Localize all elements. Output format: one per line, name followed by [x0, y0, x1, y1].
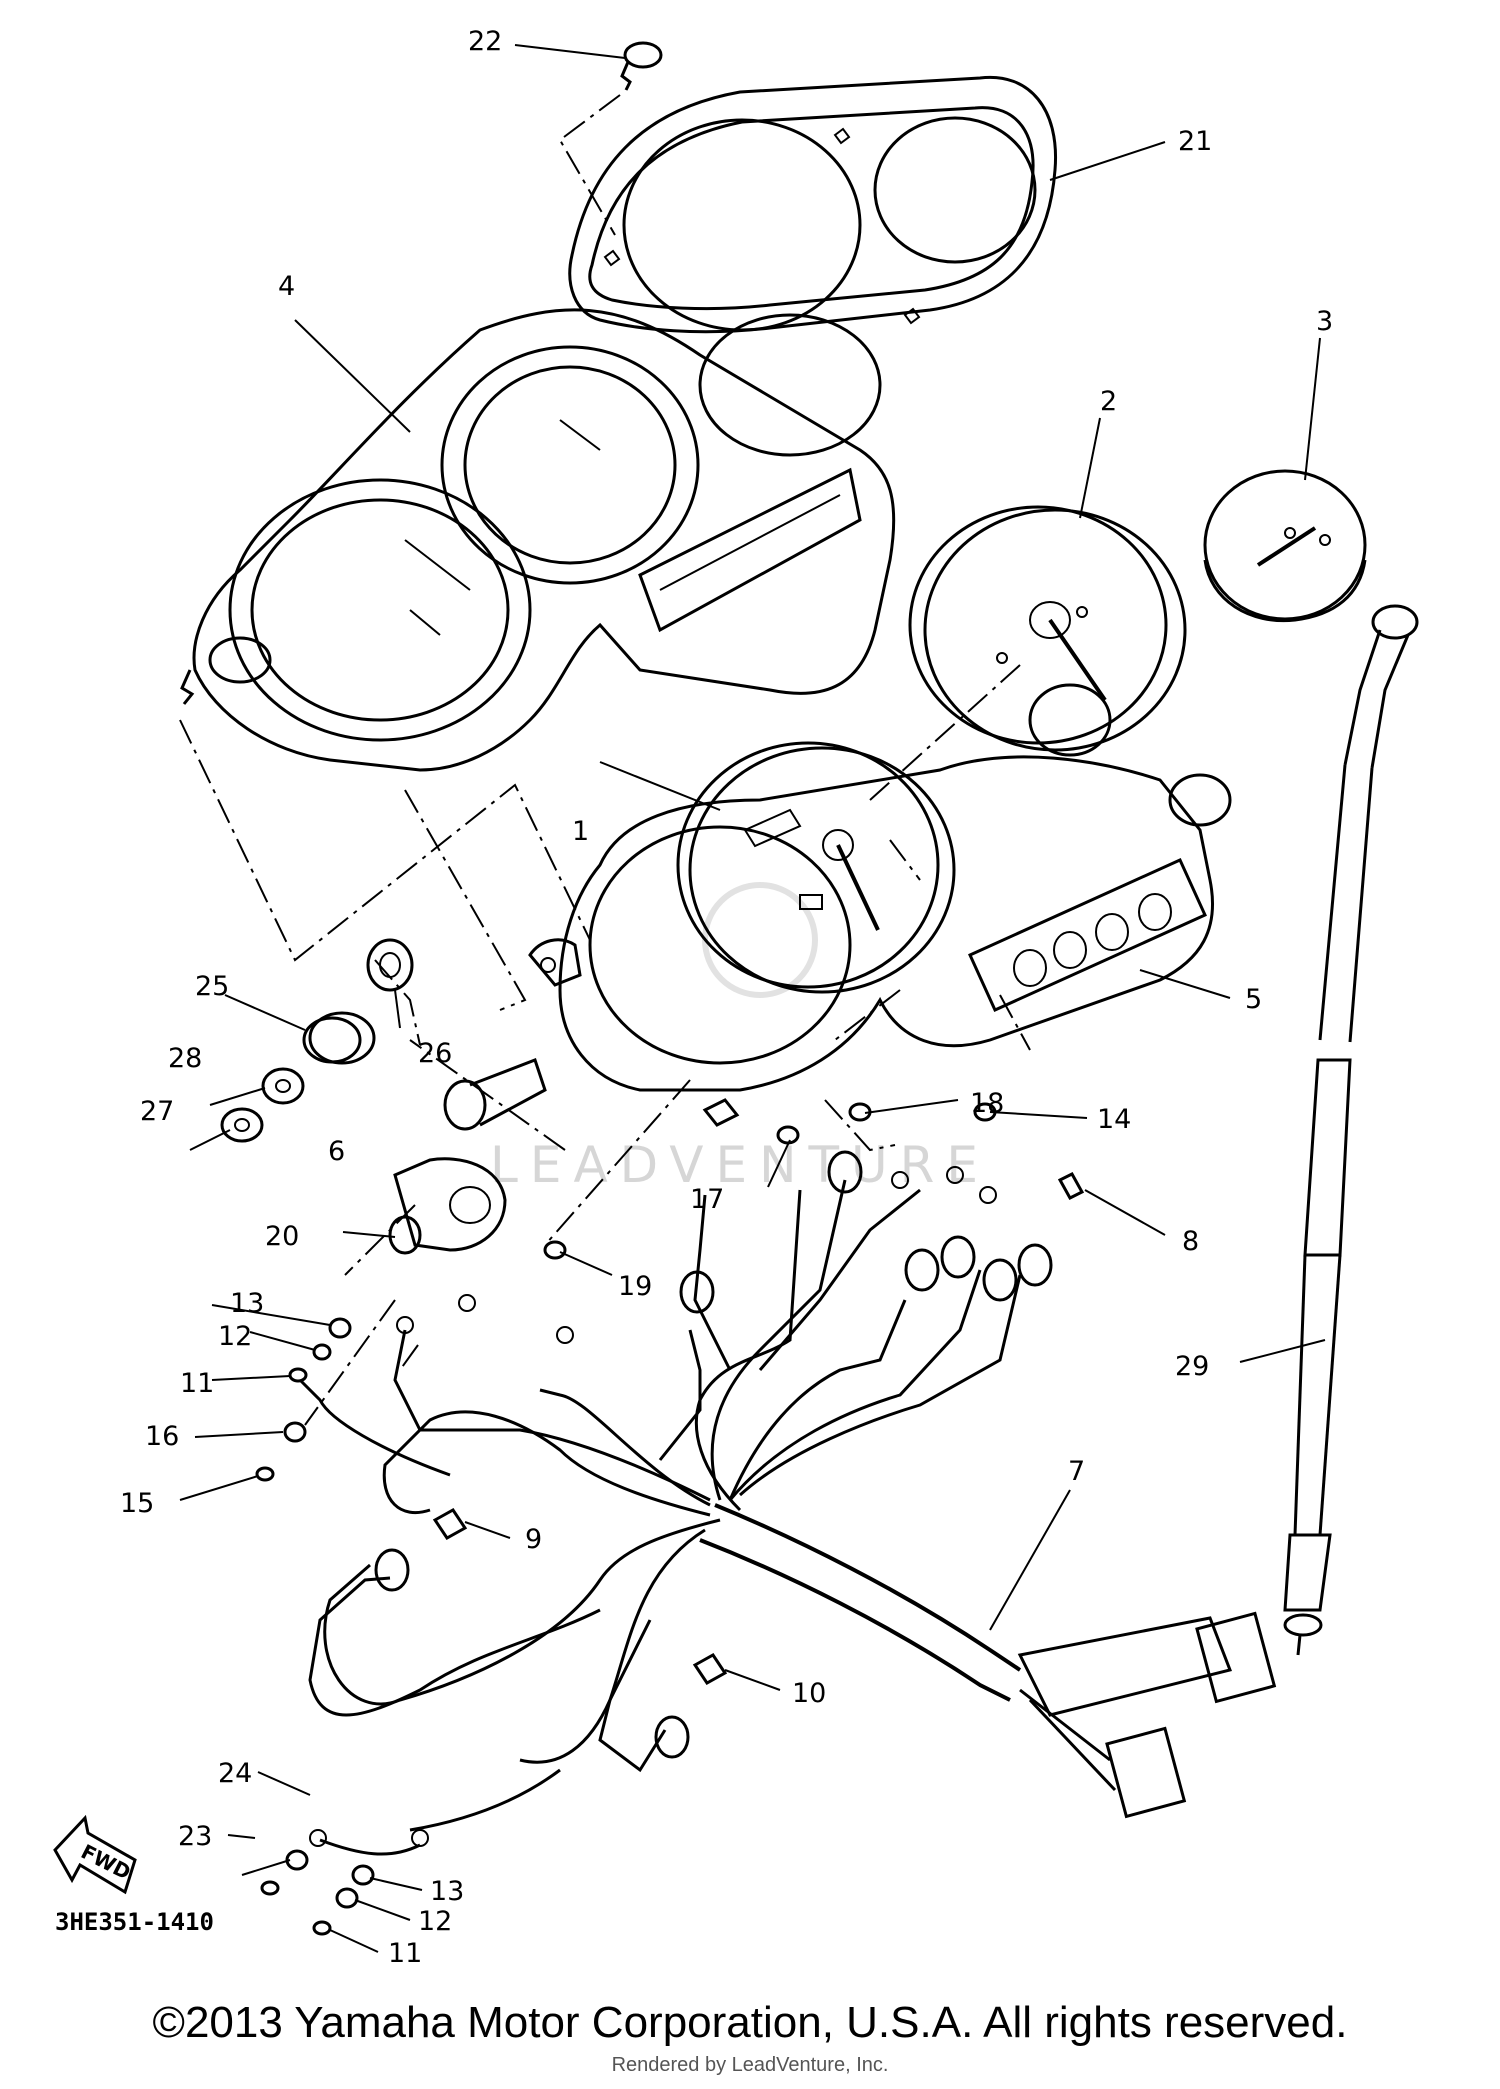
part-1-speedometer: [676, 741, 956, 994]
callout-numbers: 1 2 3 4 5 6 7 8 9 10 11 12 13 14 15 16 1…: [120, 26, 1333, 1969]
rendered-by-credit: Rendered by LeadVenture, Inc.: [611, 2054, 889, 2076]
copyright-notice: ©2013 Yamaha Motor Corporation, U.S.A. A…: [152, 1998, 1348, 2047]
callout-8: 8: [1182, 1226, 1199, 1257]
callout-3: 3: [1316, 306, 1333, 337]
callout-20: 20: [265, 1221, 299, 1252]
callout-21: 21: [1178, 126, 1212, 157]
leader-lines: [179, 44, 1326, 1953]
watermark-text: LEADVENTURE: [490, 1136, 990, 1194]
callout-29: 29: [1175, 1351, 1209, 1382]
callout-16: 16: [145, 1421, 179, 1452]
harness-connectors: [1017, 1611, 1277, 1819]
callout-23: 23: [178, 1821, 212, 1852]
part-21-bezel: [568, 75, 1058, 334]
callout-7: 7: [1068, 1456, 1085, 1487]
callout-25: 25: [195, 971, 229, 1002]
callout-27: 27: [140, 1096, 174, 1127]
lamp-sockets: [374, 1150, 1053, 1759]
callout-22: 22: [468, 26, 502, 57]
part-3-gauge: [1203, 469, 1367, 623]
callout-5: 5: [1245, 984, 1262, 1015]
ring-terminals: [309, 1166, 997, 1847]
callout-14: 14: [1097, 1104, 1131, 1135]
callout-11: 11: [180, 1368, 214, 1399]
callout-13-lower: 13: [430, 1876, 464, 1907]
callout-4: 4: [278, 271, 295, 302]
callout-9: 9: [525, 1524, 542, 1555]
callout-13: 13: [230, 1288, 264, 1319]
part-4-meter-case: [180, 308, 896, 772]
callout-26: 26: [418, 1038, 452, 1069]
callout-6: 6: [328, 1136, 345, 1167]
fwd-label: FWD: [77, 1839, 135, 1884]
diagram-code: 3HE351-1410: [55, 1908, 214, 1936]
callout-15: 15: [120, 1488, 154, 1519]
callout-10: 10: [792, 1678, 826, 1709]
fwd-arrow-icon: FWD: [53, 1814, 137, 1895]
callout-17: 17: [690, 1184, 724, 1215]
callout-12-lower: 12: [418, 1906, 452, 1937]
callout-1: 1: [572, 816, 589, 847]
callout-24: 24: [218, 1758, 252, 1789]
part-7-wire-harness: [298, 1150, 1277, 1856]
callout-11-lower: 11: [388, 1938, 422, 1969]
callout-28: 28: [168, 1043, 202, 1074]
part-25-26-27-28-grommets: [220, 938, 414, 1143]
part-22-screw: [620, 41, 663, 91]
callout-12: 12: [218, 1321, 252, 1352]
callout-2: 2: [1100, 386, 1117, 417]
callout-18: 18: [970, 1088, 1004, 1119]
small-fasteners: [255, 1102, 1085, 1936]
callout-19: 19: [618, 1271, 652, 1302]
part-2-tachometer: [908, 505, 1187, 752]
part-5-housing: [528, 683, 1232, 1127]
part-29-speedo-cable: [1283, 604, 1419, 1656]
part-20-switch: [388, 1157, 507, 1255]
assembly-lines: [179, 94, 1031, 1426]
part-6-knob: [443, 1058, 547, 1131]
